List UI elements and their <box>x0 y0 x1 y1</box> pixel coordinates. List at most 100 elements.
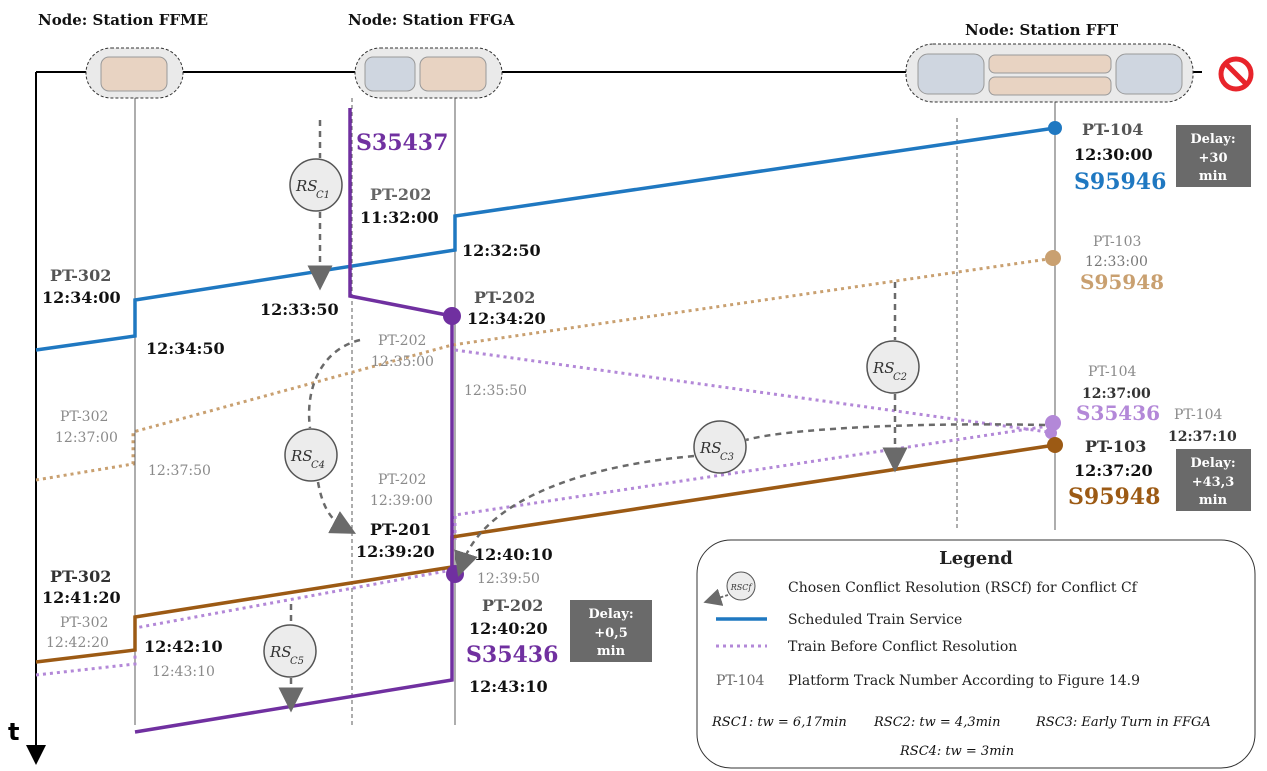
node-title-fft: Node: Station FFT <box>965 21 1119 39</box>
svg-text:C2: C2 <box>893 372 907 383</box>
svg-text:+0,5: +0,5 <box>594 626 628 641</box>
svg-text:min: min <box>1199 169 1228 184</box>
time-1239-00: 12:39:00 <box>370 493 433 509</box>
delay-box-s95946: Delay: +30 min <box>1176 125 1251 187</box>
svg-text:Delay:: Delay: <box>1190 456 1235 471</box>
time-1235-00: 12:35:00 <box>371 354 434 370</box>
node-title-ffga: Node: Station FFGA <box>348 11 515 29</box>
legend: Legend RSCf Chosen Conflict Resolution (… <box>696 539 1256 769</box>
time-1237-20: 12:37:20 <box>1074 461 1153 480</box>
time-1243-10a: 12:43:10 <box>152 664 215 680</box>
legend-formula-1: RSC1: tw = 6,17min <box>711 715 847 730</box>
train-node-s95948-before <box>1045 250 1061 266</box>
svg-text:+43,3: +43,3 <box>1192 475 1235 490</box>
label-pt104-a: PT-104 <box>1082 120 1143 139</box>
time-1240-10: 12:40:10 <box>474 545 553 564</box>
legend-rs-icon: RSCf <box>703 571 756 606</box>
train-node-s95948 <box>1047 437 1063 453</box>
label-pt302-a: PT-302 <box>50 266 111 285</box>
train-line-s95948-before <box>35 256 1056 482</box>
time-1242-10: 12:42:10 <box>144 637 223 656</box>
rs-c1-badge: RSC1 <box>289 158 343 212</box>
train-node-s35436-fft <box>1045 415 1061 431</box>
label-pt302-c: PT-302 <box>50 567 111 586</box>
station-ffga <box>354 47 503 99</box>
train-label-s95948: S95948 <box>1068 484 1160 510</box>
label-pt202-e: PT-202 <box>482 596 543 615</box>
time-1239-20: 12:39:20 <box>356 542 435 561</box>
time-1240-20: 12:40:20 <box>469 619 548 638</box>
time-axis-label: t <box>8 718 19 746</box>
train-node-s35436 <box>446 565 464 583</box>
time-1234-20: 12:34:20 <box>467 309 546 328</box>
svg-text:RS: RS <box>269 643 292 661</box>
train-line-s35436-before-c <box>35 568 453 677</box>
svg-text:RS: RS <box>872 359 895 377</box>
svg-text:C3: C3 <box>720 452 734 463</box>
train-line-s35436-before-a <box>454 348 1056 435</box>
svg-text:RS: RS <box>290 447 313 465</box>
label-pt103-a: PT-103 <box>1093 234 1141 250</box>
station-ffme <box>85 47 184 99</box>
rs-c2-badge: RSC2 <box>866 340 920 394</box>
rs-c4-arrow <box>316 481 357 534</box>
svg-text:RSCf: RSCf <box>730 583 754 592</box>
legend-title: Legend <box>939 548 1013 569</box>
train-label-s95948-before: S95948 <box>1080 270 1164 294</box>
train-line-s95948 <box>35 443 1056 664</box>
delay-box-s35436: Delay: +0,5 min <box>570 600 652 662</box>
delay-box-s95948: Delay: +43,3 min <box>1176 449 1251 511</box>
svg-text:RS: RS <box>699 439 722 457</box>
svg-text:C1: C1 <box>316 190 330 201</box>
time-1233-50: 12:33:50 <box>260 300 339 319</box>
train-node-s35437 <box>443 307 461 325</box>
train-label-s95946: S95946 <box>1074 169 1166 195</box>
time-1233-00: 12:33:00 <box>1085 254 1148 270</box>
train-label-s35436-b: S35436 <box>1076 401 1160 425</box>
time-1242-20: 12:42:20 <box>46 635 109 651</box>
time-1232-50: 12:32:50 <box>462 241 541 260</box>
label-pt104-c: PT-104 <box>1174 407 1222 423</box>
legend-pt-code: PT-104 <box>716 673 764 689</box>
train-node-s95946 <box>1048 121 1062 135</box>
time-1132: 11:32:00 <box>360 208 439 227</box>
time-1237-00b: 12:37:00 <box>1082 386 1151 402</box>
time-1230-00: 12:30:00 <box>1074 145 1153 164</box>
time-1237-10: 12:37:10 <box>1168 429 1237 445</box>
time-1239-50: 12:39:50 <box>477 571 540 587</box>
legend-item-rs: Chosen Conflict Resolution (RSCf) for Co… <box>788 580 1139 596</box>
label-pt202-a: PT-202 <box>370 185 431 204</box>
time-1234-50: 12:34:50 <box>146 339 225 358</box>
time-1237-00: 12:37:00 <box>55 430 118 446</box>
svg-text:C4: C4 <box>311 460 325 471</box>
rs-c4-badge: RSC4 <box>284 428 338 482</box>
station-fft <box>905 43 1194 103</box>
legend-item-pt: Platform Track Number According to Figur… <box>788 673 1140 689</box>
time-1241-20: 12:41:20 <box>42 588 121 607</box>
legend-formula-2: RSC2: tw = 4,3min <box>873 715 1000 730</box>
label-pt202-b: PT-202 <box>474 288 535 307</box>
time-1234-00: 12:34:00 <box>42 288 121 307</box>
svg-text:min: min <box>1199 493 1228 508</box>
train-line-s95946 <box>35 126 1056 352</box>
label-pt103-b: PT-103 <box>1085 437 1146 456</box>
label-pt201: PT-201 <box>370 520 431 539</box>
label-pt104-b: PT-104 <box>1088 364 1136 380</box>
label-pt302-d: PT-302 <box>60 615 108 631</box>
train-label-s35437: S35437 <box>356 130 448 156</box>
label-pt202-d: PT-202 <box>378 472 426 488</box>
legend-formula-3: RSC3: Early Turn in FFGA <box>1035 715 1211 730</box>
rs-c3-badge: RSC3 <box>693 420 747 474</box>
train-label-s35436-a: S35436 <box>466 642 558 668</box>
time-1237-50: 12:37:50 <box>148 463 211 479</box>
no-entry-icon <box>1218 56 1254 92</box>
node-title-ffme: Node: Station FFME <box>38 11 208 29</box>
rs-c3-arrow <box>454 454 695 577</box>
svg-text:Delay:: Delay: <box>1190 132 1235 147</box>
label-pt202-c: PT-202 <box>378 333 426 349</box>
train-line-s35436-before-b <box>453 423 1056 540</box>
time-1243-10b: 12:43:10 <box>469 677 548 696</box>
svg-text:Delay:: Delay: <box>588 607 633 622</box>
